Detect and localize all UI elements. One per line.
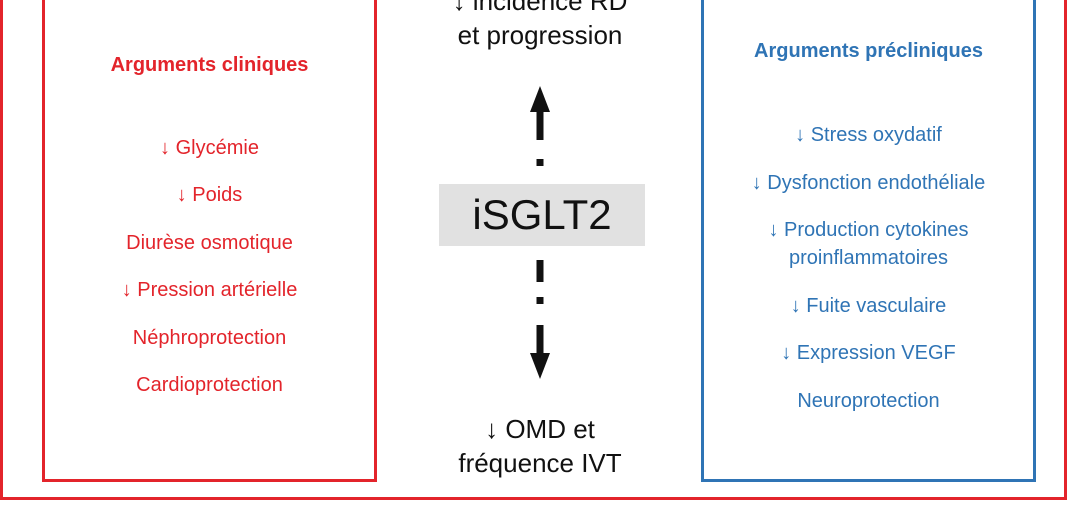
effect-arrows [530,86,550,379]
clinical-item: Cardioprotection [136,373,283,396]
edema-outcome-line1: ↓ OMD et [485,414,595,444]
clinical-arguments-title: Arguments cliniques [110,54,309,76]
clinical-arguments-panel: Arguments cliniques ↓ Glycémie ↓ Poids D… [42,0,377,482]
arrow-up-head-icon [530,86,550,112]
preclinical-arguments-panel: Arguments précliniques ↓ Stress oxydatif… [701,0,1036,482]
preclinical-arguments-list: ↓ Stress oxydatif ↓ Dysfonction endothél… [704,121,1033,434]
arrow-up-dot [536,159,544,166]
retinopathy-outcome-label: ↓ incidence RD et progression [420,0,660,52]
preclinical-arguments-title: Arguments précliniques [754,40,983,62]
arrow-down-shaft [536,325,544,355]
arrow-down-dot [536,297,544,304]
retinopathy-outcome-line1: ↓ incidence RD [452,0,628,16]
preclinical-item: ↓ Stress oxydatif [795,124,942,146]
clinical-item: Néphroprotection [132,326,287,349]
outer-frame [0,0,1067,500]
clinical-item: Diurèse osmotique [126,231,293,254]
preclinical-item: Neuroprotection [797,389,940,412]
preclinical-item: ↓ Dysfonction endothéliale [751,171,986,194]
arrow-down-dash [536,260,544,282]
drug-label-box: iSGLT2 [439,184,645,246]
clinical-item: ↓ Poids [176,184,243,207]
arrow-up-shaft [536,110,544,140]
preclinical-item: ↓ Production cytokines proinflammatoires [768,219,969,269]
preclinical-item: ↓ Expression VEGF [781,342,956,364]
clinical-item: ↓ Pression artérielle [121,279,298,302]
clinical-arguments-list: ↓ Glycémie ↓ Poids Diurèse osmotique ↓ P… [45,134,374,418]
preclinical-item: ↓ Fuite vasculaire [790,294,947,317]
clinical-item: ↓ Glycémie [160,137,259,159]
edema-outcome-label: ↓ OMD et fréquence IVT [420,412,660,480]
retinopathy-outcome-line2: et progression [457,20,623,50]
arrow-down-head-icon [530,353,550,379]
edema-outcome-line2: fréquence IVT [458,448,622,478]
